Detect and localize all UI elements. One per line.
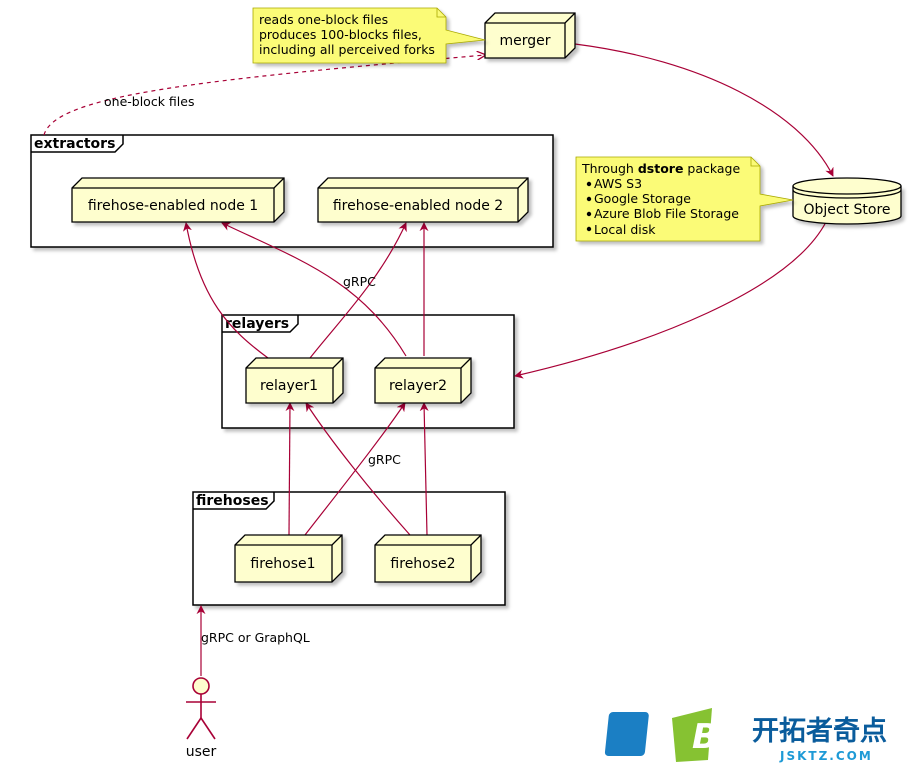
edge-label-grpc-graphql: gRPC or GraphQL [201, 630, 310, 645]
note-store-item-4: Local disk [594, 222, 656, 237]
logo-green-shape-icon [672, 708, 712, 762]
logo-letter: B [692, 717, 718, 757]
edge-firehose1-relayer1 [285, 402, 295, 536]
watermark-chinese-text: 开拓者奇点 [752, 716, 887, 747]
edge-merger-to-store [574, 43, 834, 177]
node-firehose2[interactable]: firehose2 [374, 534, 482, 583]
note-merger-line-2: produces 100-blocks files, [259, 27, 422, 42]
actor-label-user: user [186, 744, 217, 760]
edge-firehose2-relayer2 [419, 402, 429, 536]
bullet-icon [586, 181, 592, 187]
note-store-item-2: Google Storage [594, 191, 691, 206]
frame-title-firehoses: firehoses [196, 493, 269, 509]
note-store-prefix: Through [581, 161, 638, 176]
logo-blue-block-icon [604, 712, 649, 756]
bullet-icon [586, 211, 592, 217]
node-merger[interactable]: merger [484, 12, 576, 59]
edge-label-grpc-top: gRPC [343, 274, 376, 289]
frame-title-extractors: extractors [34, 136, 115, 152]
user-figure-icon [186, 677, 216, 740]
watermark-url: JSKTZ.COM [779, 749, 873, 763]
node-firehose-enabled-1[interactable]: firehose-enabled node 1 [71, 177, 285, 223]
frame-relayers: relayers [221, 314, 515, 429]
edge-relayer1-node2 [309, 222, 407, 359]
edges [43, 43, 834, 676]
bullet-icon [586, 196, 592, 202]
note-store-title: Through dstore package [581, 161, 740, 176]
node-label-firehose-enabled-2: firehose-enabled node 2 [333, 198, 503, 214]
note-store-bold: dstore [638, 161, 684, 176]
node-firehose-enabled-2[interactable]: firehose-enabled node 2 [317, 177, 529, 223]
note-merger-line-3: including all perceived forks [259, 42, 435, 57]
edge-relayer2-node1 [221, 222, 407, 357]
note-merger: reads one-block files produces 100-block… [252, 7, 486, 64]
actor-user[interactable]: user [186, 677, 217, 760]
edge-label-one-block-files: one-block files [104, 94, 194, 109]
edge-one-block-files [43, 55, 485, 136]
note-store-item-1: AWS S3 [594, 176, 642, 191]
note-store-suffix: package [683, 161, 740, 176]
node-label-firehose-enabled-1: firehose-enabled node 1 [88, 198, 258, 214]
node-label-relayer1: relayer1 [260, 378, 318, 394]
edge-relayer1-node1 [183, 222, 269, 359]
node-relayer2[interactable]: relayer2 [374, 357, 472, 404]
note-merger-line-1: reads one-block files [259, 12, 388, 27]
edge-label-grpc-mid: gRPC [368, 452, 401, 467]
node-relayer1[interactable]: relayer1 [245, 357, 344, 404]
node-label-firehose1: firehose1 [250, 556, 315, 572]
node-label-firehose2: firehose2 [390, 556, 455, 572]
node-firehose1[interactable]: firehose1 [234, 534, 343, 583]
frame-title-relayers: relayers [225, 316, 289, 332]
node-label-object-store: Object Store [803, 202, 890, 218]
bullet-icon [586, 226, 592, 232]
note-object-store: Through dstore package AWS S3 Google Sto… [575, 156, 794, 242]
edge-firehose2-relayer1 [305, 402, 411, 536]
node-label-merger: merger [499, 33, 550, 49]
note-store-list: AWS S3 Google Storage Azure Blob File St… [586, 176, 739, 237]
note-store-item-3: Azure Blob File Storage [594, 206, 739, 221]
edge-firehose1-relayer2 [304, 402, 406, 536]
watermark-logo: B 开拓者奇点 JSKTZ.COM [604, 708, 887, 763]
node-object-store[interactable]: Object Store [792, 177, 902, 225]
node-label-relayer2: relayer2 [389, 378, 447, 394]
edge-store-to-relayers [514, 221, 827, 379]
